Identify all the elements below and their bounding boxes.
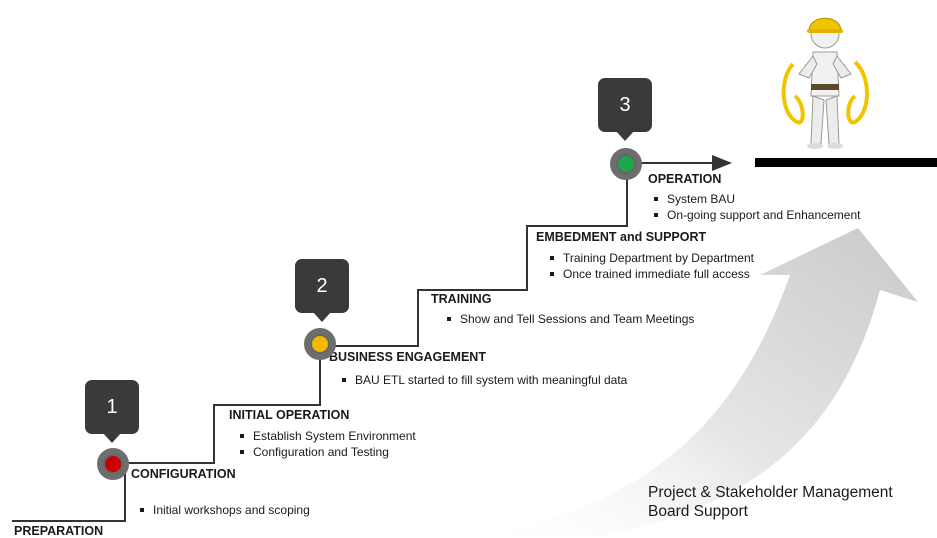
configuration-items: Initial workshops and scoping: [137, 502, 310, 518]
milestone-2-status: [312, 336, 328, 352]
footer-line-1: Project & Stakeholder Management: [648, 484, 893, 501]
business-engagement-items: BAU ETL started to fill system with mean…: [339, 372, 627, 388]
platform-bar: [755, 158, 937, 167]
training-items: Show and Tell Sessions and Team Meetings: [444, 311, 694, 327]
list-item: On-going support and Enhancement: [651, 207, 860, 223]
milestone-3-dot: [610, 148, 642, 180]
list-item: Establish System Environment: [237, 428, 416, 444]
list-item: System BAU: [651, 191, 860, 207]
footer-line-2: Board Support: [648, 503, 748, 520]
milestone-2-dot: [304, 328, 336, 360]
milestone-3-badge: 3: [598, 78, 652, 141]
initial-operation-items: Establish System Environment Configurati…: [237, 428, 416, 460]
stage-embedment-support-label: EMBEDMENT and SUPPORT: [536, 230, 707, 244]
stage-operation-label: OPERATION: [648, 172, 722, 186]
milestone-1-badge: 1: [85, 380, 139, 443]
milestone-1-status: [105, 456, 121, 472]
list-item: Configuration and Testing: [237, 444, 416, 460]
stage-configuration-label: CONFIGURATION: [131, 467, 236, 481]
stage-preparation-label: PREPARATION: [14, 524, 104, 538]
embedment-support-items: Training Department by Department Once t…: [547, 250, 754, 282]
milestone-1-dot: [97, 448, 129, 480]
list-item: Initial workshops and scoping: [137, 502, 310, 518]
worker-with-cable-icon: [781, 17, 869, 149]
stage-business-engagement-label: BUSINESS ENGAGEMENT: [329, 350, 486, 364]
list-item: Show and Tell Sessions and Team Meetings: [444, 311, 694, 327]
milestone-2-badge: 2: [295, 259, 349, 322]
list-item: BAU ETL started to fill system with mean…: [339, 372, 627, 388]
operation-items: System BAU On-going support and Enhancem…: [651, 191, 860, 223]
stage-initial-operation-label: INITIAL OPERATION: [229, 408, 350, 422]
stage-training-label: TRAINING: [431, 292, 492, 306]
footer-text: Project & Stakeholder Management Board S…: [648, 483, 893, 521]
list-item: Training Department by Department: [547, 250, 754, 266]
list-item: Once trained immediate full access: [547, 266, 754, 282]
milestone-3-status: [618, 156, 634, 172]
